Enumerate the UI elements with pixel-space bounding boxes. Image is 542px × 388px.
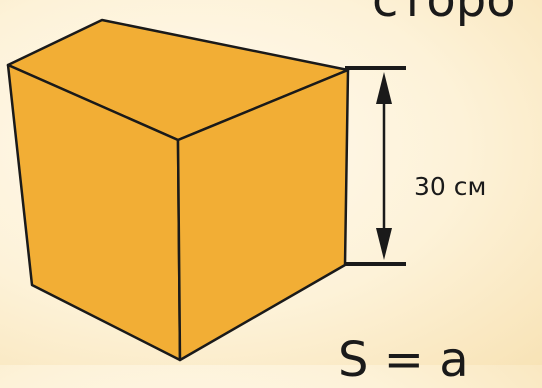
- cube-drawing: [6, 18, 406, 362]
- dimension-arrow-up: [376, 72, 392, 104]
- dimension-label: 30 см: [414, 172, 487, 201]
- dimension-arrow-down: [376, 228, 392, 260]
- cube-diagram: сторо 30 см S = a: [6, 0, 516, 384]
- side-caption-text: сторо: [372, 0, 516, 28]
- area-formula-text: S = a: [338, 332, 469, 388]
